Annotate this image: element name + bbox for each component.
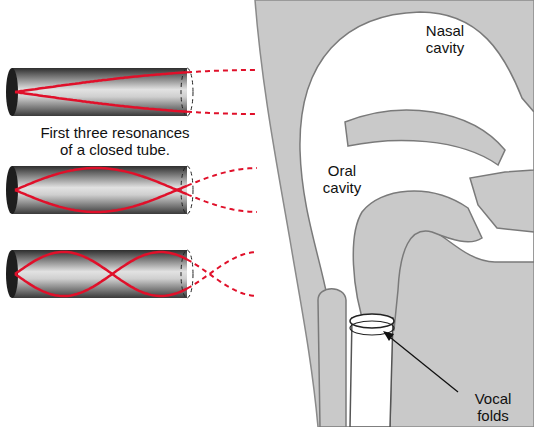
tube bbox=[12, 166, 187, 214]
head-profile bbox=[255, 0, 534, 427]
wave-curve bbox=[15, 186, 187, 212]
part-label: Vocal folds bbox=[460, 390, 526, 424]
wave-curve-dashed bbox=[187, 259, 257, 296]
leader-line bbox=[386, 334, 458, 392]
standing-waves bbox=[15, 70, 257, 296]
leader-arrowhead bbox=[383, 331, 394, 341]
larynx bbox=[350, 318, 393, 427]
wave-curve bbox=[15, 252, 187, 296]
head-tissue bbox=[255, 0, 534, 427]
wave-curve bbox=[15, 72, 187, 92]
wave-curve bbox=[15, 252, 187, 296]
esophagus bbox=[318, 289, 346, 427]
wave-curve-dashed bbox=[187, 70, 257, 72]
tube-open-end bbox=[181, 68, 193, 116]
palate bbox=[345, 110, 505, 165]
tongue bbox=[353, 191, 482, 330]
part-label: Oral cavity bbox=[312, 162, 372, 196]
wave-curve-dashed bbox=[187, 112, 257, 114]
wave-curve bbox=[15, 92, 187, 112]
wave-curve bbox=[15, 168, 187, 194]
part-label: Nasal cavity bbox=[405, 22, 485, 56]
wave-curve-dashed bbox=[187, 194, 257, 212]
closed-tubes bbox=[6, 68, 193, 298]
tube bbox=[12, 250, 187, 298]
airway bbox=[300, 12, 534, 427]
wave-curve-dashed bbox=[187, 168, 257, 186]
wave-curve-dashed bbox=[187, 252, 257, 289]
tube bbox=[12, 68, 187, 116]
tube-open-end bbox=[181, 166, 193, 214]
caption-label: First three resonances of a closed tube. bbox=[40, 124, 190, 158]
